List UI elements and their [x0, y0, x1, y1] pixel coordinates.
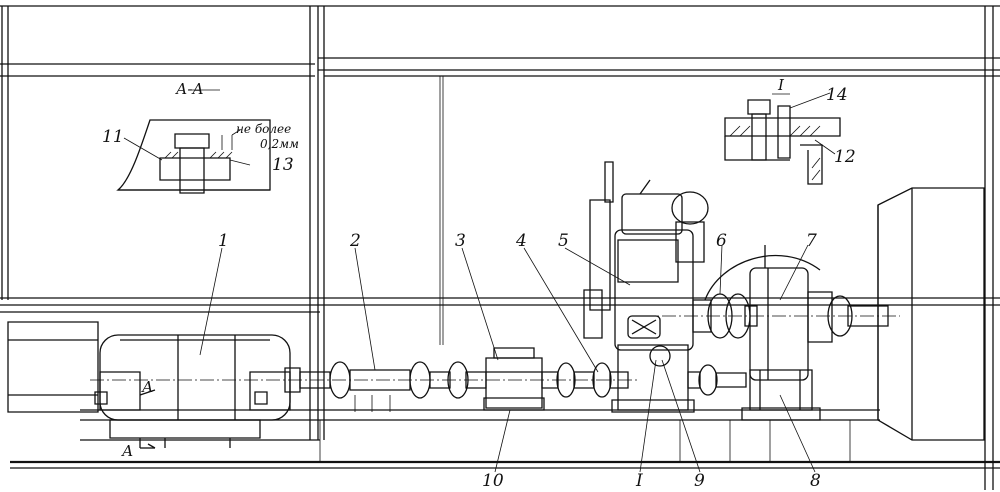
compressor-base: [612, 345, 700, 412]
clearance-note-line1: не более: [236, 122, 291, 136]
position-10: 10: [482, 471, 504, 491]
left-duct: [8, 322, 98, 412]
detail-ref-i: I: [635, 471, 643, 491]
right-housing: [878, 188, 984, 440]
compressor: [584, 162, 708, 350]
cardan-shaft-1: [300, 362, 486, 412]
labels: А-А не более 0,2мм 11 13 I 14 12 1 2 3 4…: [102, 76, 856, 491]
cardan-shaft-3: [699, 365, 746, 395]
cardan-shaft-2: [542, 363, 628, 397]
detail-i: [725, 93, 840, 184]
section-mark-upper: А: [141, 378, 153, 396]
position-3: 3: [455, 231, 466, 251]
position-7: 7: [806, 231, 817, 251]
position-5: 5: [558, 231, 569, 251]
electric-motor: [95, 335, 300, 448]
position-2: 2: [349, 231, 361, 251]
section-aa-detail: [118, 90, 270, 193]
building-frame: [0, 6, 1000, 490]
detail-i-title: I: [777, 76, 785, 94]
callout-14: 14: [826, 85, 848, 105]
callout-13: 13: [272, 155, 294, 175]
section-aa-title: А-А: [175, 80, 204, 98]
callout-12: 12: [834, 147, 856, 167]
position-1: 1: [218, 231, 229, 251]
position-8: 8: [810, 471, 821, 491]
section-mark-lower: А: [121, 442, 133, 460]
position-6: 6: [716, 231, 727, 251]
position-9: 9: [694, 471, 705, 491]
gearbox: [484, 348, 544, 410]
drive-unit: [705, 245, 888, 380]
clearance-note-line2: 0,2мм: [260, 137, 299, 151]
callout-11: 11: [102, 127, 124, 147]
support-8: [742, 370, 820, 420]
leader-lines: [140, 245, 815, 472]
position-4: 4: [515, 231, 527, 251]
coupling: [693, 294, 757, 338]
